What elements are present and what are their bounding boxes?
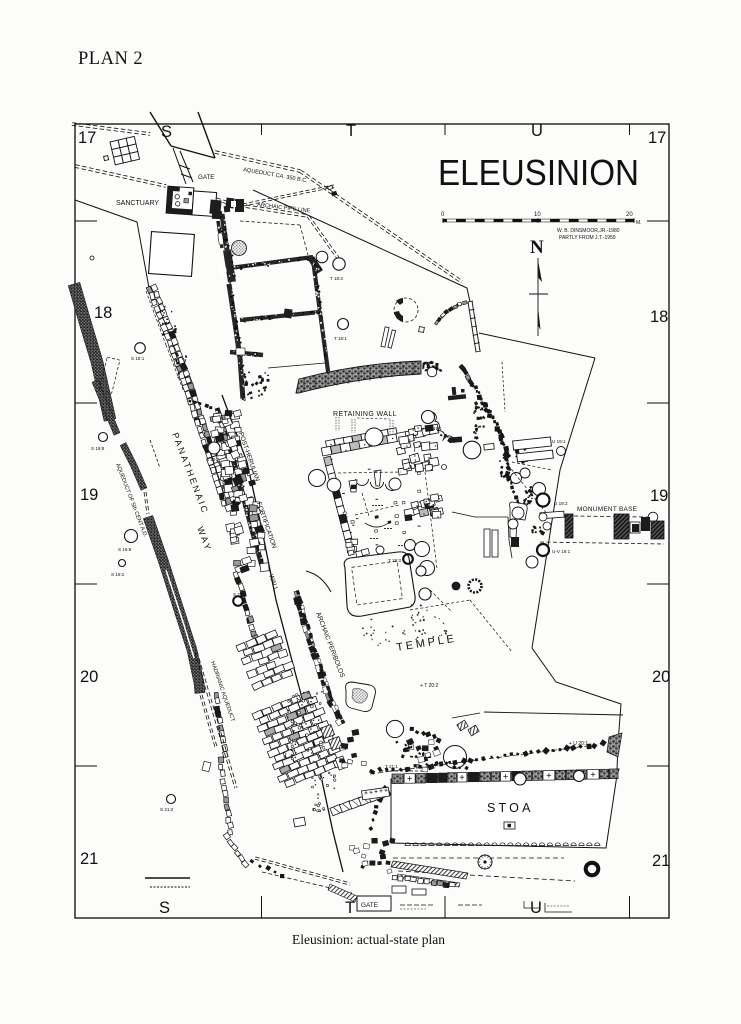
svg-text:19: 19: [650, 487, 668, 505]
svg-text:T: T: [346, 122, 356, 140]
svg-text:U-V 19:1: U-V 19:1: [552, 549, 571, 554]
svg-text:STOA: STOA: [487, 801, 534, 815]
svg-text:21: 21: [652, 852, 670, 870]
svg-text:S 19:7: S 19:7: [206, 457, 220, 462]
svg-text:19: 19: [80, 486, 98, 504]
svg-text:S 21:2: S 21:2: [160, 807, 174, 812]
svg-text:S 18:1: S 18:1: [131, 356, 145, 361]
svg-text:GATE: GATE: [361, 902, 378, 909]
svg-text:RETAINING WALL: RETAINING WALL: [333, 411, 397, 418]
svg-text:S 20:1: S 20:1: [233, 592, 247, 597]
svg-text:T: T: [345, 899, 355, 917]
svg-text:U 19:1: U 19:1: [552, 439, 566, 444]
svg-text:U 19:2: U 19:2: [554, 501, 568, 506]
svg-text:U: U: [531, 122, 543, 140]
svg-text:MONUMENT BASE: MONUMENT BASE: [577, 506, 637, 513]
svg-text:T 19:1: T 19:1: [429, 426, 442, 431]
svg-text:10: 10: [534, 212, 541, 218]
svg-text:+ T 20:2: + T 20:2: [420, 683, 439, 689]
svg-text:18: 18: [650, 308, 668, 326]
svg-text:PLAN 2: PLAN 2: [78, 49, 143, 69]
svg-text:SANCTUARY: SANCTUARY: [116, 200, 159, 207]
svg-text:GATE: GATE: [198, 174, 214, 181]
svg-text:20: 20: [80, 668, 98, 686]
svg-text:S 19:6: S 19:6: [118, 547, 132, 552]
svg-text:N: N: [530, 237, 544, 258]
svg-text:S: S: [159, 899, 170, 917]
svg-text:T 18:1: T 18:1: [334, 336, 347, 341]
svg-text:17: 17: [648, 129, 666, 147]
svg-text:0: 0: [441, 212, 445, 218]
svg-text:20: 20: [626, 212, 633, 218]
svg-text:Eleusinion: actual-state plan: Eleusinion: actual-state plan: [292, 932, 445, 947]
svg-text:20: 20: [652, 668, 670, 686]
svg-text:S 19:2: S 19:2: [111, 572, 125, 577]
svg-text:+ U 20:1: + U 20:1: [569, 741, 588, 747]
svg-text:S 19:8: S 19:8: [91, 446, 105, 451]
svg-text:ELEUSINION: ELEUSINION: [438, 152, 639, 193]
svg-text:17: 17: [78, 129, 96, 147]
svg-text:S: S: [161, 123, 172, 141]
svg-text:PARTLY FROM J.T.-1959: PARTLY FROM J.T.-1959: [559, 235, 616, 241]
svg-text:T 21:1: T 21:1: [385, 764, 398, 769]
svg-text:W. B. DINSMOOR,JR.-1980: W. B. DINSMOOR,JR.-1980: [557, 228, 620, 234]
svg-text:T 18:2: T 18:2: [330, 276, 343, 281]
svg-text:M.: M.: [636, 220, 642, 226]
svg-text:18: 18: [94, 304, 112, 322]
svg-text:T 19:3: T 19:3: [388, 558, 401, 563]
svg-text:21: 21: [80, 850, 98, 868]
